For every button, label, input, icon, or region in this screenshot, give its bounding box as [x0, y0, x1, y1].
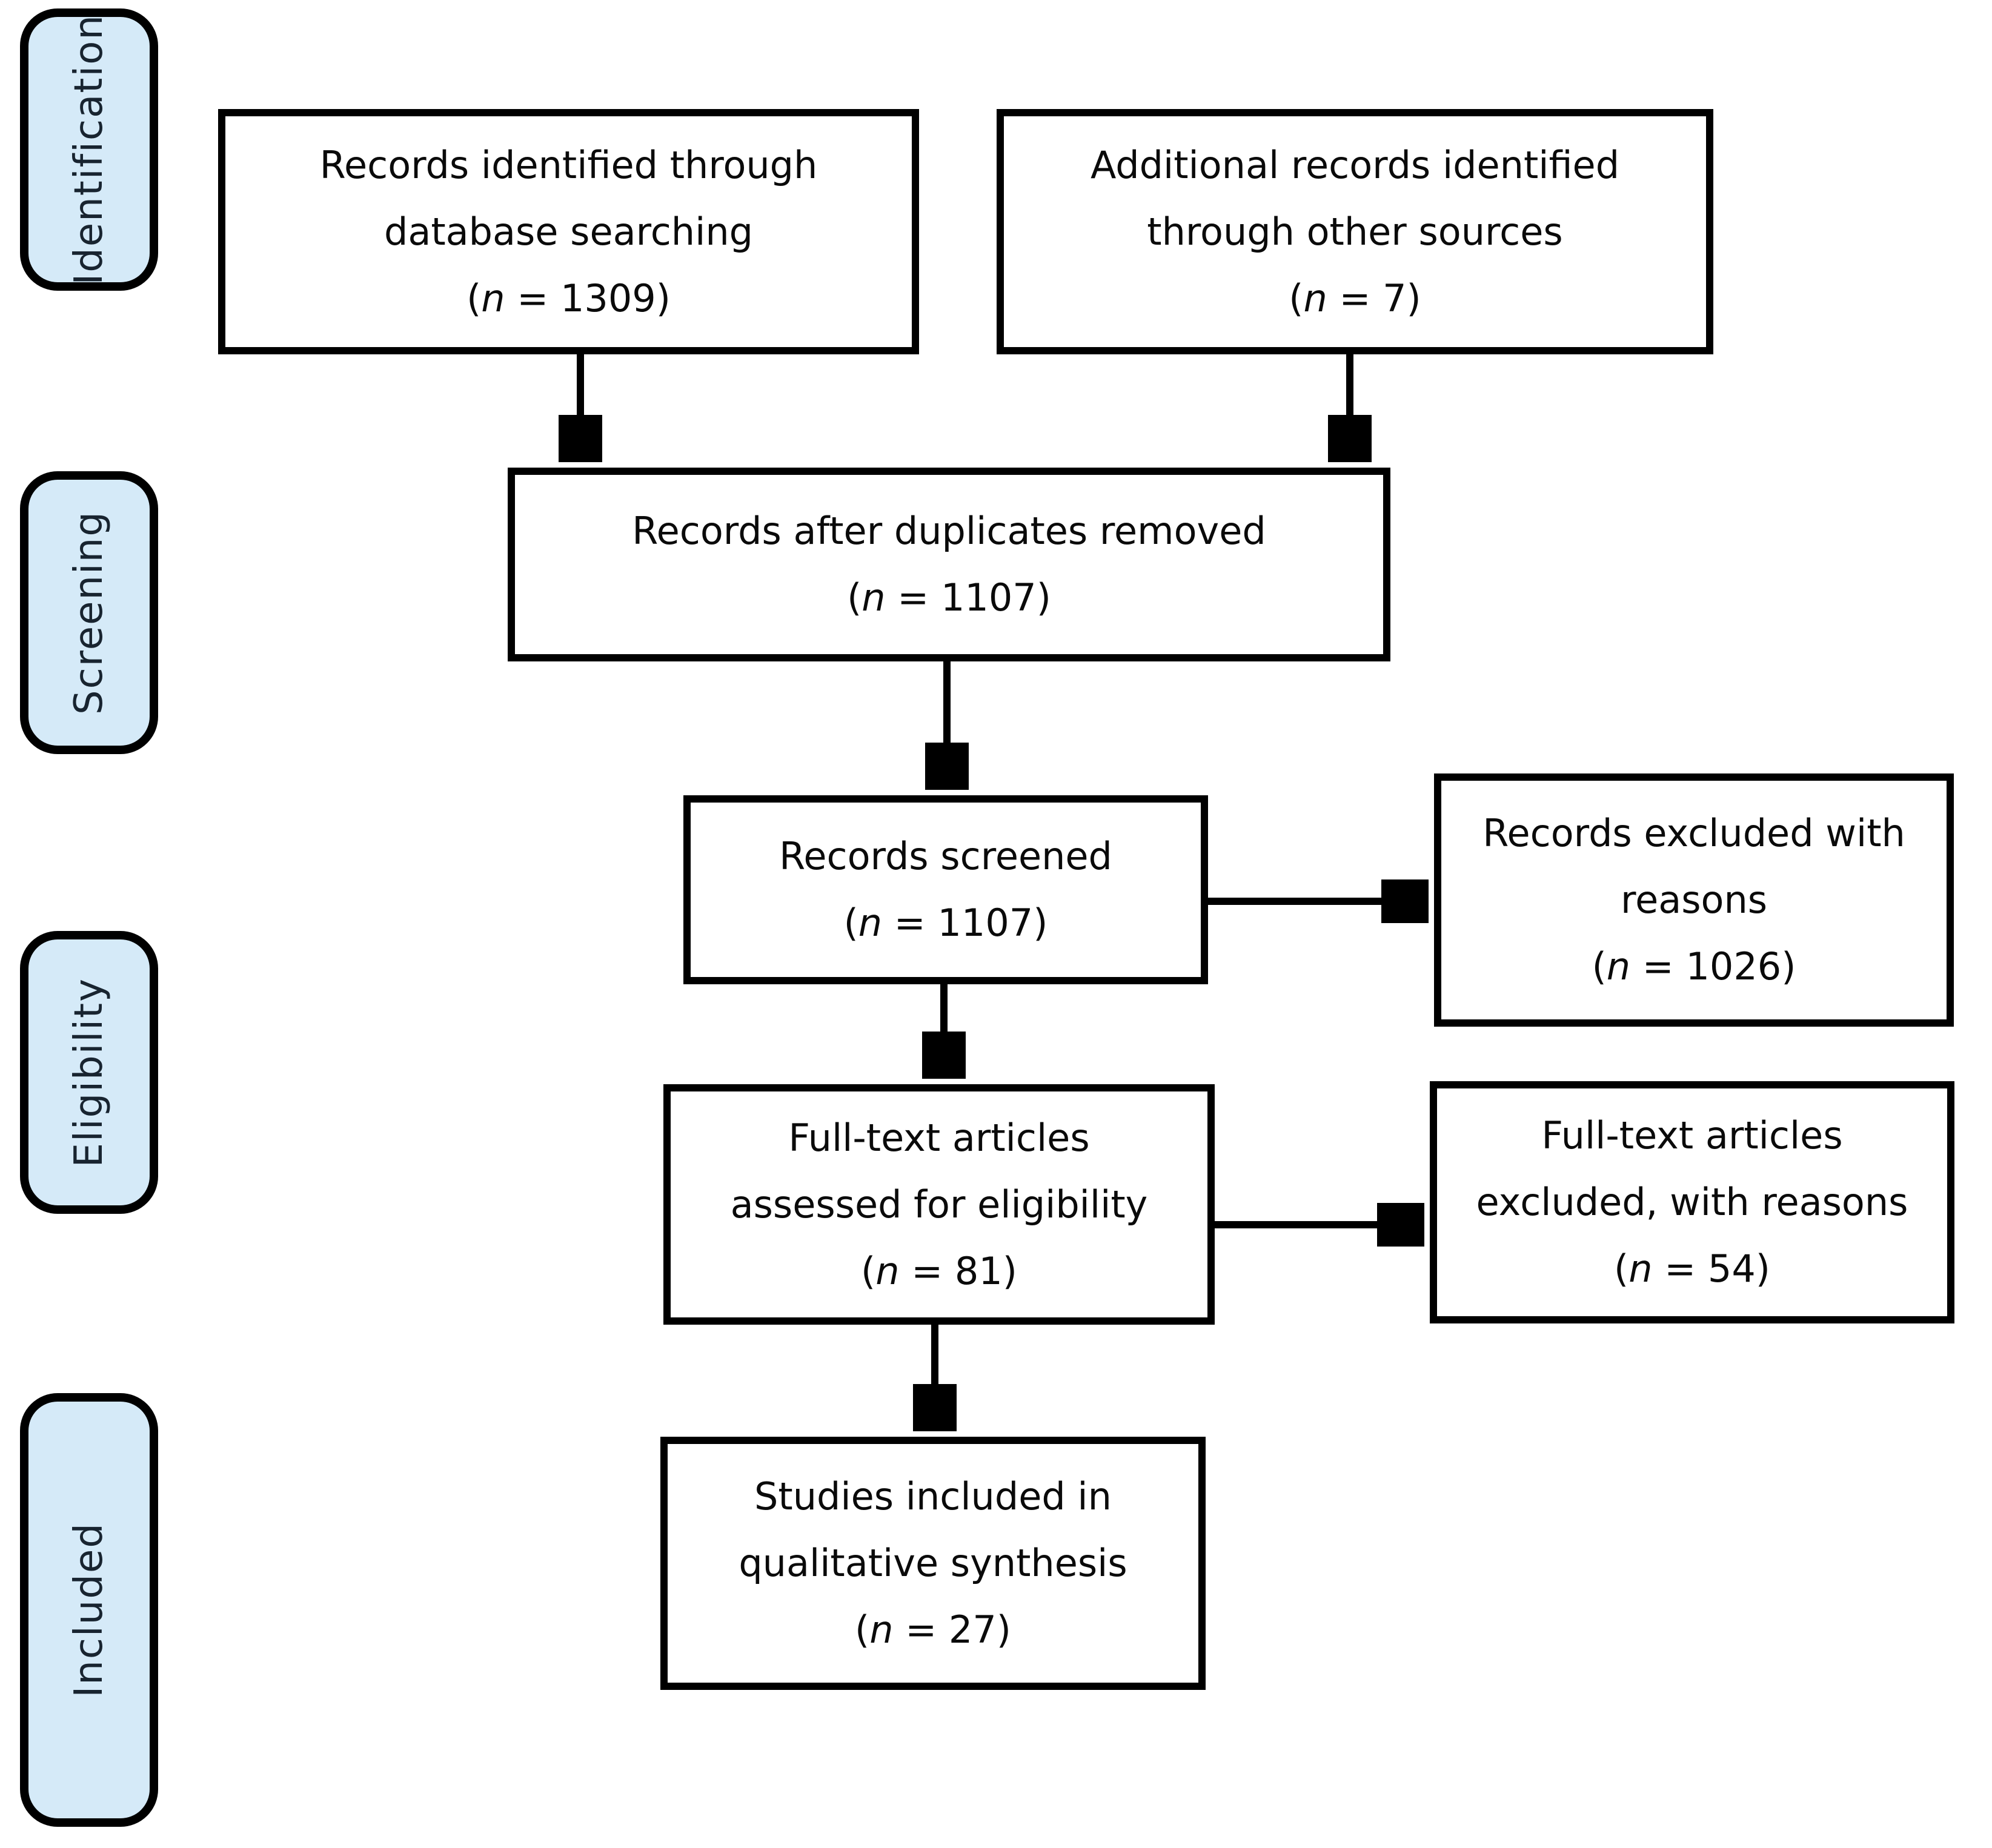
box-additional-records-count: (n = 7) [1289, 276, 1421, 320]
stage-included: Included [20, 1393, 158, 1827]
box-records-identified: Records identified through database sear… [218, 109, 919, 354]
box-records-identified-count: (n = 1309) [466, 276, 671, 320]
stage-screening: Screening [20, 471, 158, 754]
box-fulltext-excluded: Full-text articles excluded, with reason… [1430, 1081, 1954, 1323]
box-records-screened: Records screened (n = 1107) [683, 795, 1208, 984]
box-studies-included-count: (n = 27) [855, 1608, 1011, 1652]
box-after-duplicates-line1: Records after duplicates removed [632, 509, 1266, 553]
stage-identification-label: Identification [67, 14, 111, 285]
box-records-identified-line1: Records identified through [319, 142, 818, 187]
stage-screening-label: Screening [67, 511, 111, 715]
box-studies-included-line2: qualitative synthesis [739, 1541, 1127, 1585]
box-fulltext-assessed: Full-text articles assessed for eligibil… [663, 1084, 1215, 1325]
box-additional-records: Additional records identified through ot… [997, 109, 1713, 354]
box-studies-included-line1: Studies included in [754, 1474, 1112, 1518]
stage-included-label: Included [67, 1522, 111, 1698]
box-records-identified-line2: database searching [384, 209, 753, 254]
box-additional-records-line1: Additional records identified [1090, 142, 1620, 187]
box-fulltext-excluded-line1: Full-text articles [1541, 1113, 1843, 1157]
box-records-excluded-line1: Records excluded with [1482, 811, 1905, 855]
stage-eligibility: Eligibility [20, 931, 158, 1214]
box-records-screened-line1: Records screened [779, 834, 1112, 878]
box-fulltext-excluded-line2: excluded, with reasons [1476, 1180, 1908, 1224]
box-fulltext-assessed-line1: Full-text articles [788, 1115, 1090, 1160]
box-fulltext-assessed-count: (n = 81) [861, 1248, 1017, 1293]
box-after-duplicates-count: (n = 1107) [847, 575, 1051, 620]
box-studies-included: Studies included in qualitative synthesi… [660, 1437, 1206, 1690]
box-records-excluded-count: (n = 1026) [1592, 944, 1796, 989]
box-additional-records-line2: through other sources [1147, 209, 1563, 254]
box-fulltext-assessed-line2: assessed for eligibility [730, 1182, 1148, 1227]
box-records-excluded-line2: reasons [1620, 878, 1768, 922]
box-after-duplicates: Records after duplicates removed (n = 11… [508, 468, 1390, 661]
stage-identification: Identification [20, 8, 158, 291]
box-fulltext-excluded-count: (n = 54) [1614, 1247, 1770, 1291]
stage-eligibility-label: Eligibility [67, 977, 111, 1168]
box-records-screened-count: (n = 1107) [843, 901, 1048, 945]
box-records-excluded: Records excluded with reasons (n = 1026) [1434, 773, 1954, 1027]
